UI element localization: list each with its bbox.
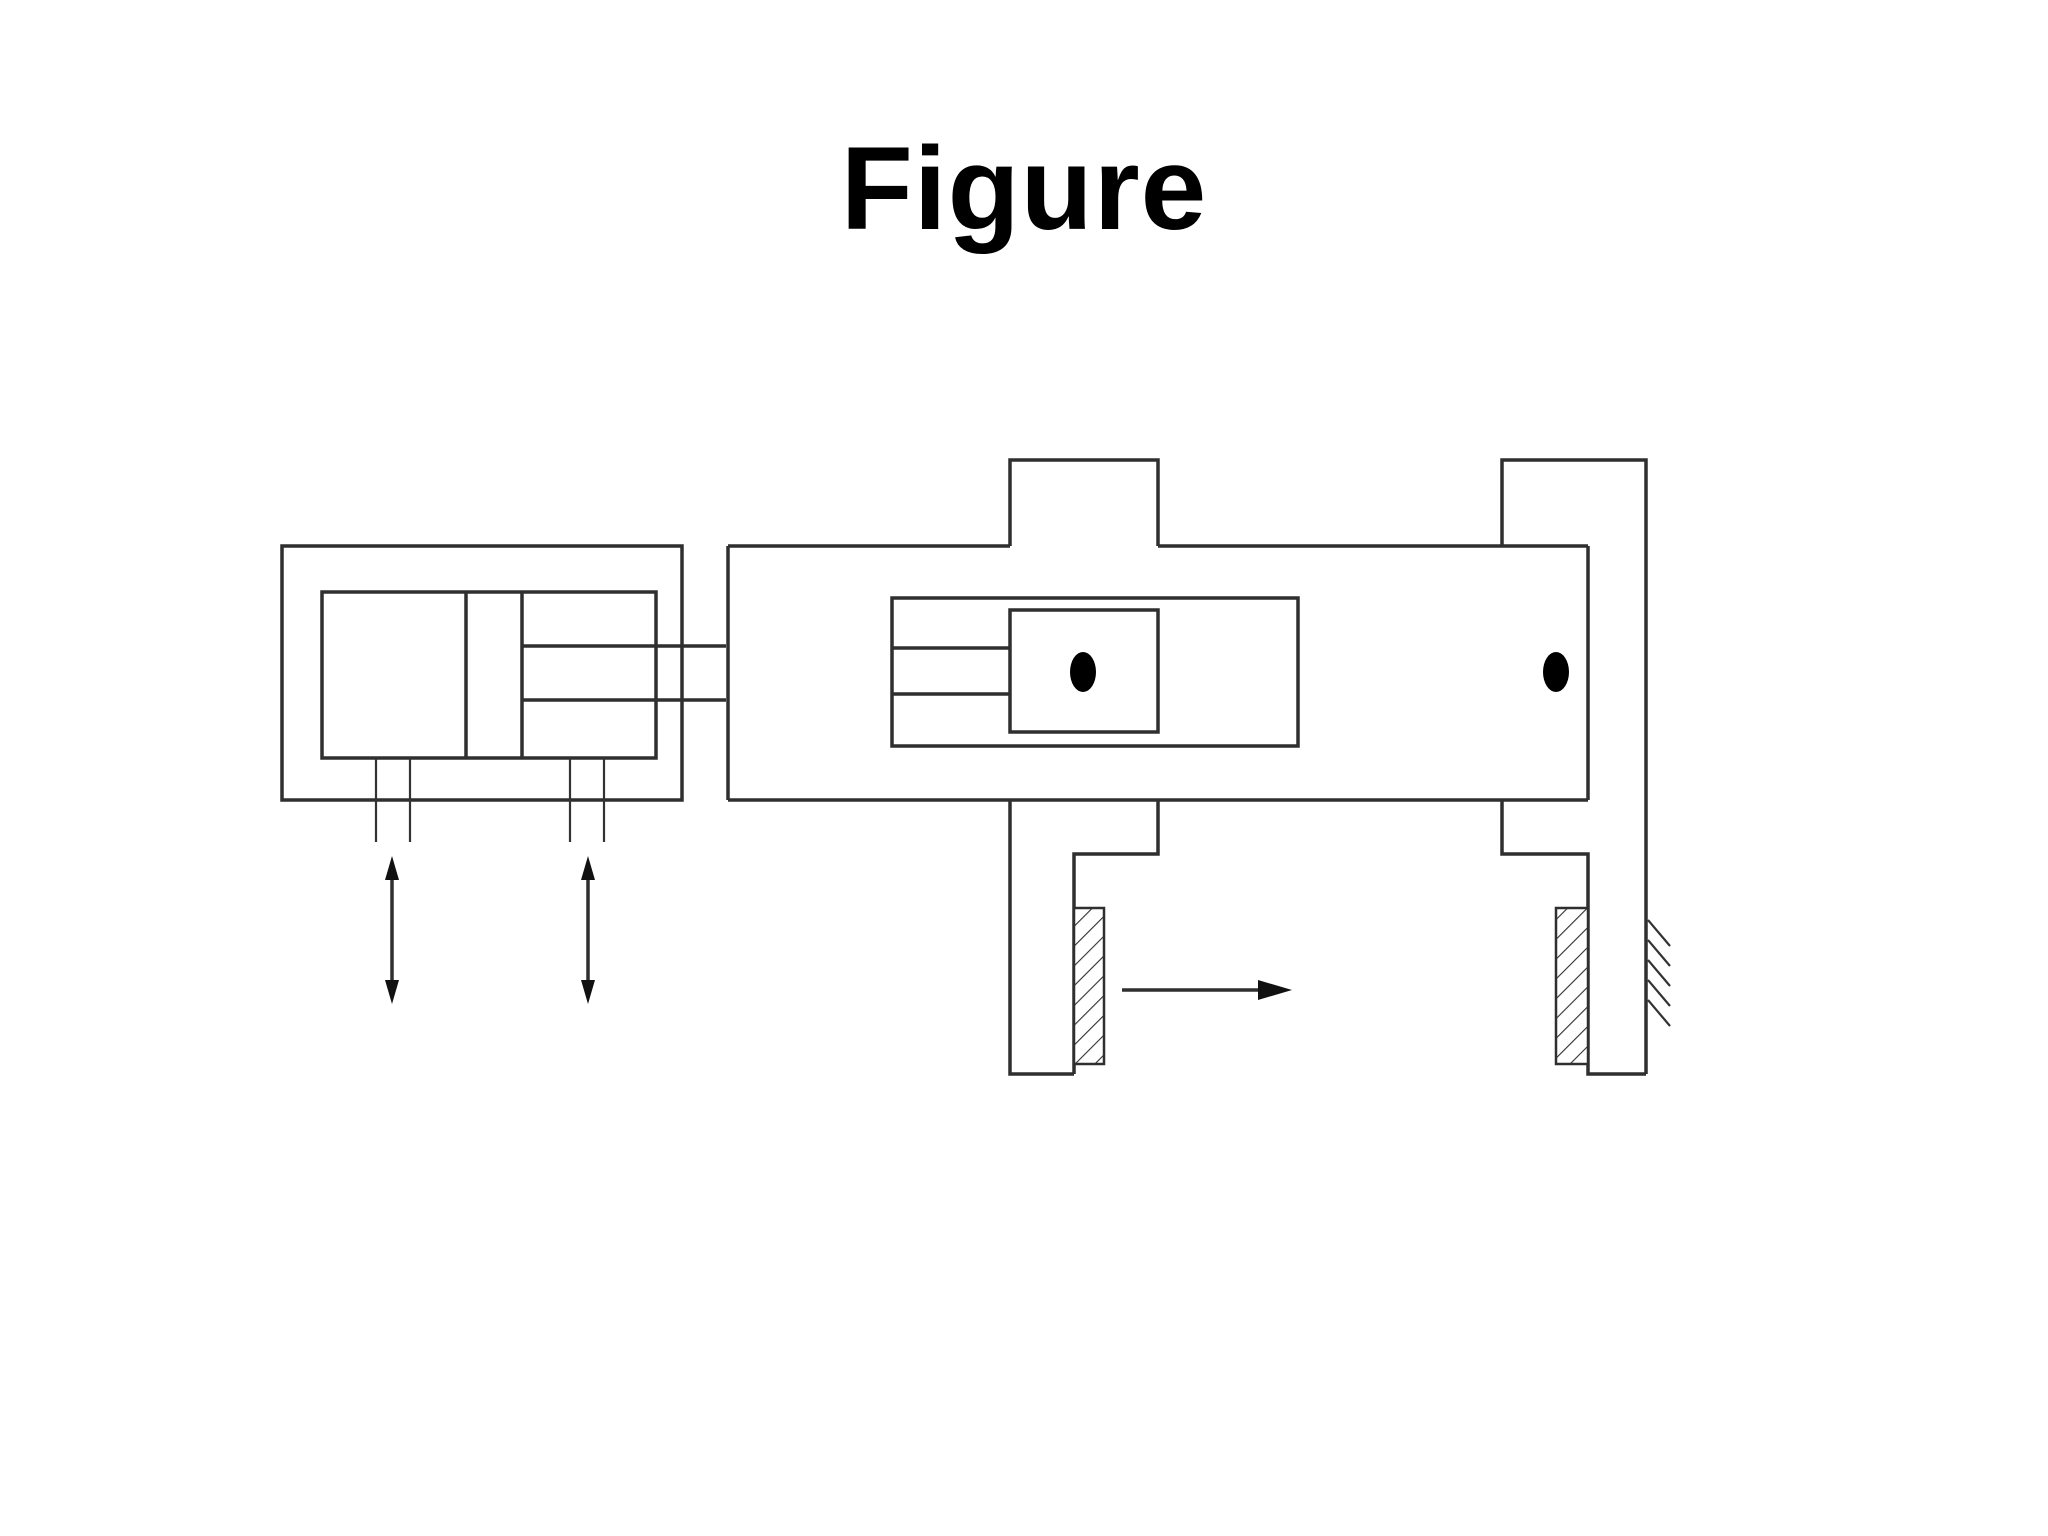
piston-rod bbox=[522, 644, 726, 702]
slider-pivot-icon bbox=[1070, 652, 1096, 692]
slot-outline bbox=[890, 596, 1300, 748]
hydraulic-cylinder bbox=[280, 544, 726, 1004]
slider-block bbox=[1008, 608, 1160, 734]
cylinder-bore bbox=[320, 590, 658, 760]
left-port-arrow-icon bbox=[385, 856, 399, 1004]
cylinder-housing bbox=[280, 544, 684, 802]
fixed-ground-hatch-icon bbox=[1647, 919, 1671, 1027]
left-port bbox=[374, 758, 412, 842]
right-port-arrow-icon bbox=[581, 856, 595, 1004]
hatched-brake-shoe-icon bbox=[1554, 906, 1590, 1066]
guide-slot bbox=[890, 596, 1300, 748]
hatched-brake-shoe-icon bbox=[1072, 906, 1106, 1066]
right-port bbox=[568, 758, 606, 842]
port-flow-arrows-icon bbox=[385, 856, 595, 1004]
motion-arrow-icon bbox=[1122, 980, 1292, 1000]
fixed-pivot-icon bbox=[1543, 652, 1569, 692]
fixed-lever bbox=[1500, 458, 1671, 1076]
page-title: Figure bbox=[840, 123, 1208, 255]
moving-lever bbox=[1008, 458, 1292, 1076]
